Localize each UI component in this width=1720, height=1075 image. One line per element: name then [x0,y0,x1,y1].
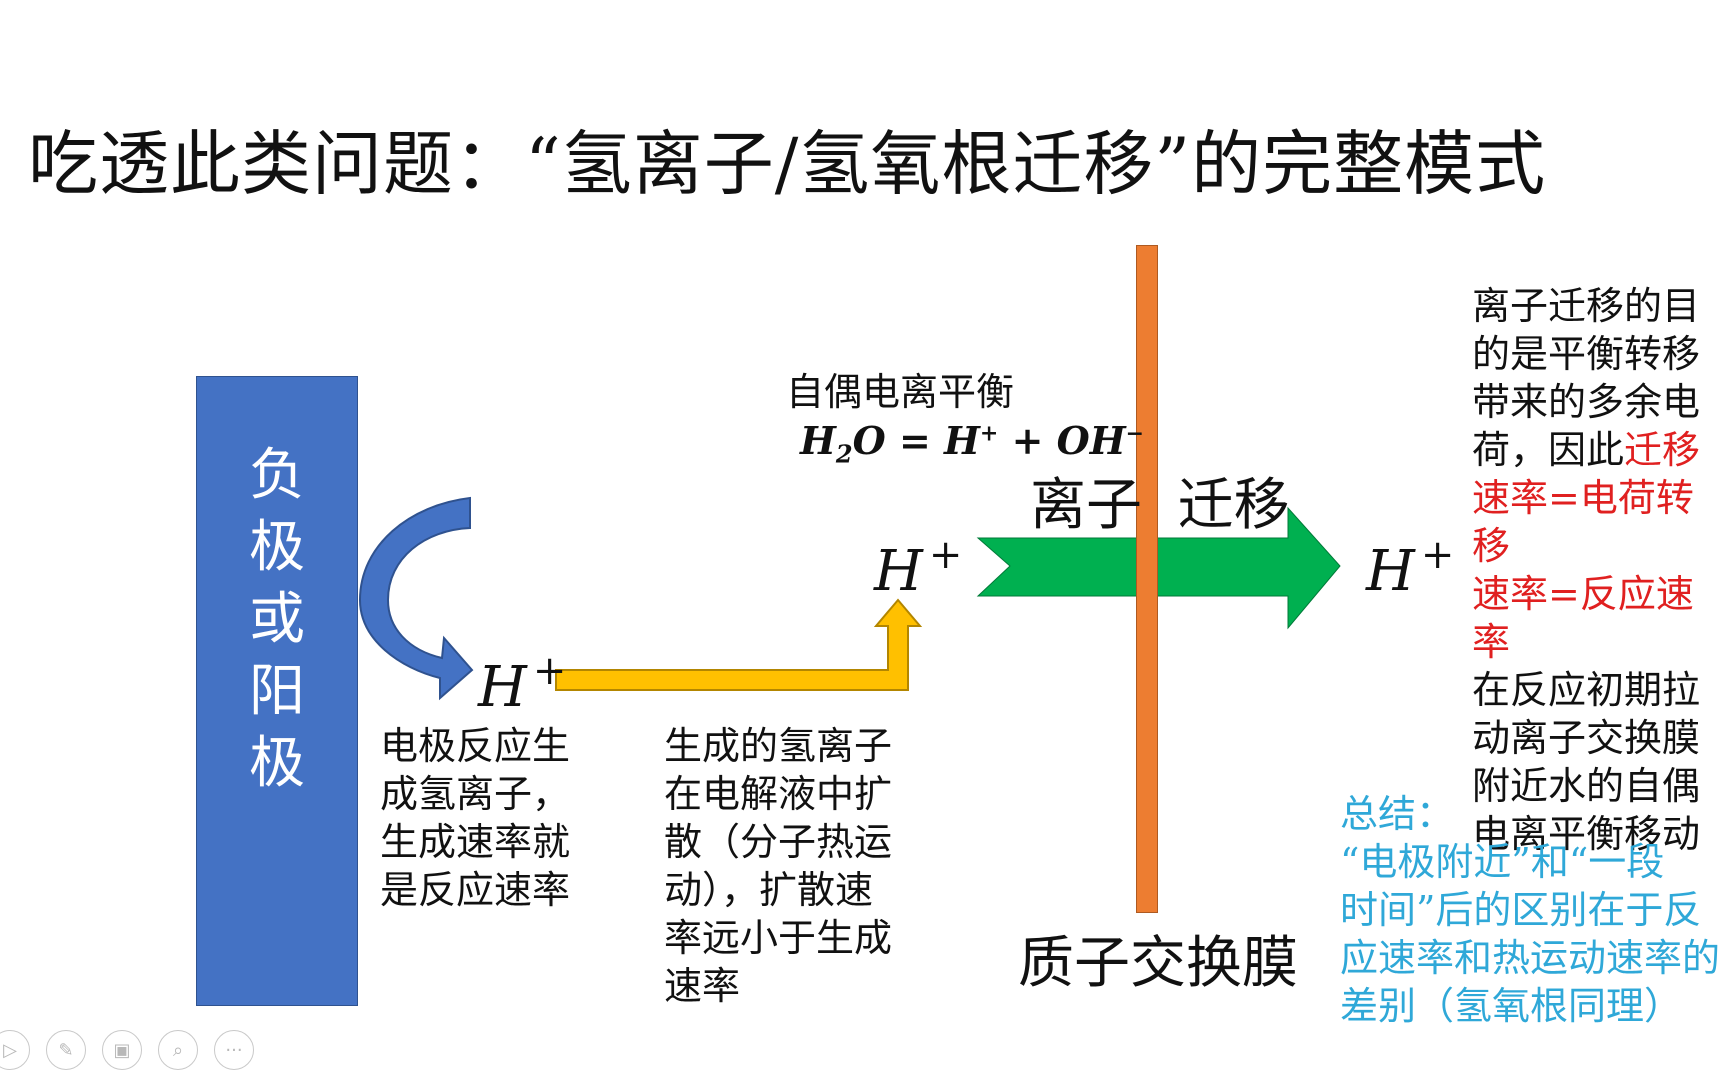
migration-label: 离子 迁移 [1030,473,1290,538]
summary-text: 总结： “电极附近”和“一段 时间”后的区别在于反 应速率和热运动速率的 差别（… [1340,792,1720,1028]
h-plus-electrode: H+ [478,648,567,720]
electrode-block [196,376,358,1006]
pen-icon[interactable]: ✎ [46,1030,86,1070]
diffusion-arrow [555,598,923,691]
h-plus-membrane-side: H+ [874,532,963,604]
h-plus-after-migration: H+ [1366,532,1455,604]
proton-exchange-membrane [1136,245,1158,913]
electrode-label: 负 极 或 阳 极 [249,443,305,796]
curved-reaction-arrow [358,496,474,701]
electrode-reaction-text: 电极反应生 成氢离子， 生成速率就 是反应速率 [380,724,571,912]
more-icon[interactable]: ··· [214,1030,254,1070]
water-ionization-equation: H2O = H+ + OH− [800,418,1145,469]
self-ionization-title: 自偶电离平衡 [786,370,1015,414]
slides-icon[interactable]: ▣ [102,1030,142,1070]
diffusion-text: 生成的氢离子 在电解液中扩 散（分子热运 动），扩散速 率远小于生成 速率 [664,724,893,1008]
membrane-label: 质子交换膜 [1018,931,1298,996]
migration-arrow [976,506,1341,630]
page-title: 吃透此类问题：“氢离子/氢氧根迁移”的完整模式 [28,123,1547,205]
zoom-icon[interactable]: ⌕ [158,1030,198,1070]
migration-explanation: 离子迁移的目 的是平衡转移 带来的多余电 荷，因此迁移 速率=电荷转移 速率=反… [1472,284,1701,856]
